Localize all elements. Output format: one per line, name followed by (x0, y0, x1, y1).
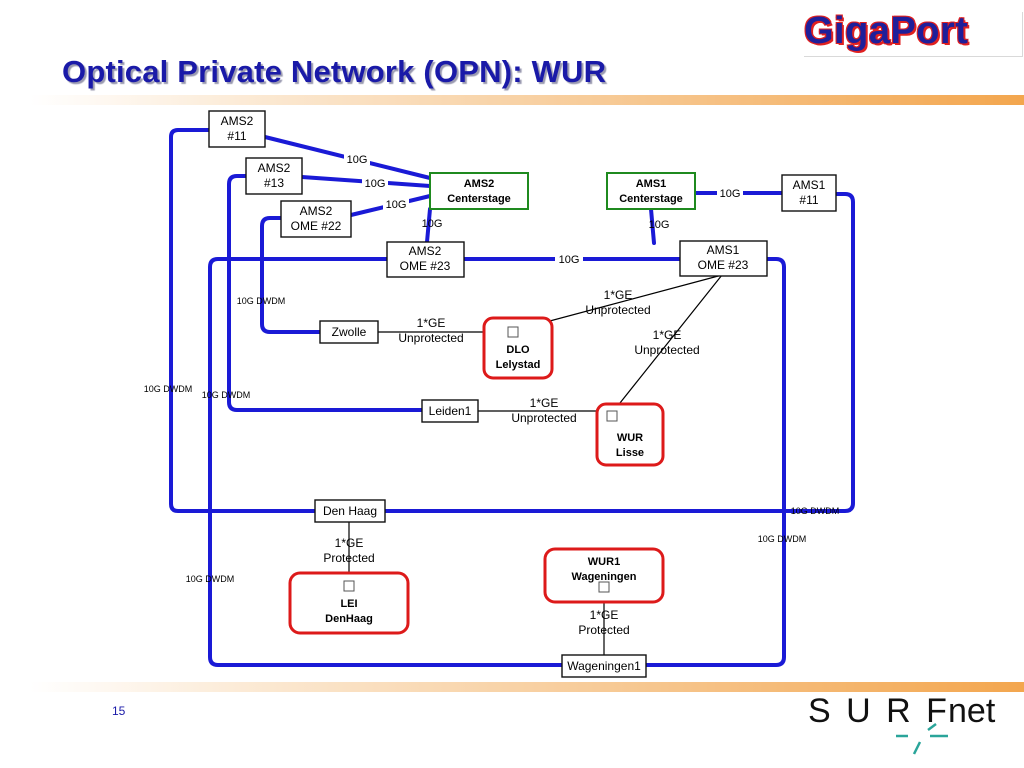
label-dwdm-left: 10G DWDM (144, 384, 193, 394)
surfnet-logo: S U R F net (808, 692, 996, 755)
label-bg-c (383, 197, 409, 210)
label-10g-ome23-ome23: 10G (559, 254, 580, 266)
node-ams2-13-line2: #13 (264, 176, 284, 190)
node-ams1-ome23-box (679, 240, 768, 277)
node-ams2-11-box (208, 110, 266, 148)
node-ams1-ome23-line1: AMS1 (707, 243, 740, 257)
page-title: Optical Private Network (OPN): WUR (62, 54, 607, 89)
node-ams2-ome23-line1: AMS2 (409, 244, 442, 258)
surfnet-slash-2 (912, 741, 922, 755)
site-wur1-box (543, 547, 665, 604)
node-ams2-11-line1: AMS2 (221, 114, 254, 128)
node-ams1-center-line1: AMS1 (636, 178, 667, 190)
label-ge-wag-line2: Protected (578, 623, 629, 637)
surfnet-logo-net: net (948, 692, 996, 730)
node-ams2-ome22-box (280, 200, 352, 238)
node-ams2-13-line1: AMS2 (258, 161, 291, 175)
link-ams2-11-denhaag (169, 128, 317, 513)
gigaport-logo: GigaPort (804, 10, 1023, 57)
label-ge-ams1-a-line1: 1*GE (604, 288, 633, 302)
node-ams1-11-line1: AMS1 (793, 178, 826, 192)
node-zwolle-label: Zwolle (332, 325, 367, 339)
label-dwdm-leiden: 10G DWDM (202, 390, 251, 400)
label-ge-denhaag-line2: Protected (323, 551, 374, 565)
port-square-dlo (507, 326, 519, 338)
link-ams1-ome23-wageningen (644, 257, 786, 667)
site-dlo-line1: DLO (506, 344, 530, 356)
node-ams1-ome23-line2: OME #23 (698, 258, 749, 272)
label-10g-ams2-13: 10G (365, 178, 386, 190)
label-dwdm-ams1-ome23: 10G DWDM (758, 534, 807, 544)
node-ams2-ome22-line1: AMS2 (300, 204, 333, 218)
node-ams2-center-line1: AMS2 (464, 178, 495, 190)
node-ams2-ome23-line2: OME #23 (400, 259, 451, 273)
site-wur-lisse-line2: Lisse (616, 447, 644, 459)
label-bg-a (344, 152, 370, 165)
label-10g-ams1-center-11: 10G (720, 188, 741, 200)
site-dlo-box (482, 316, 554, 380)
label-dwdm-right: 10G DWDM (791, 506, 840, 516)
label-bg-e (717, 186, 743, 199)
label-ge-denhaag-line1: 1*GE (335, 536, 364, 550)
link-ams2-22-zwolle (260, 216, 322, 334)
node-denhaag-label: Den Haag (323, 504, 377, 518)
label-ge-leiden-line1: 1*GE (530, 396, 559, 410)
label-ge-dlo-line2: Unprotected (398, 331, 463, 345)
node-wageningen1-label: Wageningen1 (567, 659, 641, 673)
node-ams2-ome22-line2: OME #22 (291, 219, 342, 233)
link-ams1-center-ome23 (649, 207, 656, 245)
gigaport-logo-text: GigaPort (804, 10, 969, 52)
site-wur1-line2: Wageningen (572, 571, 637, 583)
node-ams2-13-box (245, 157, 303, 195)
surfnet-slash-1 (927, 723, 937, 731)
port-square-lei (343, 580, 355, 592)
page-number: 15 (112, 704, 126, 718)
node-leiden1-box (421, 399, 479, 423)
site-lei-line1: LEI (340, 598, 357, 610)
node-ams2-center-box (429, 172, 529, 210)
surfnet-logo-text: S U R F (808, 692, 950, 730)
link-ams1-ome23-wur-lisse (611, 274, 723, 414)
footer-divider (30, 682, 1024, 692)
label-ge-ams1-b-line1: 1*GE (653, 328, 682, 342)
site-wur1-line1: WUR1 (588, 556, 620, 568)
site-dlo-line2: Lelystad (496, 359, 541, 371)
port-square-wur-lisse (606, 410, 618, 422)
node-ams2-center-line2: Centerstage (447, 193, 511, 205)
site-lei-line2: DenHaag (325, 613, 373, 625)
site-wur-lisse-line1: WUR (617, 432, 643, 444)
label-ge-leiden-line2: Unprotected (511, 411, 576, 425)
link-ome23-wageningen (208, 257, 564, 667)
node-ams2-ome23-box (386, 241, 465, 278)
label-ge-ams1-b-line2: Unprotected (634, 343, 699, 357)
label-10g-center-ome23: 10G (422, 218, 443, 230)
link-ams1-11-denhaag (383, 192, 855, 513)
link-center-ome23 (425, 207, 432, 244)
label-ge-wag-line1: 1*GE (590, 608, 619, 622)
label-10g-ams2-22: 10G (386, 199, 407, 211)
node-ams2-11-line2: #11 (227, 129, 246, 143)
title-divider (30, 95, 1024, 105)
site-lei-box (288, 571, 410, 635)
node-zwolle-box (319, 320, 379, 344)
label-bg-g (555, 252, 583, 265)
node-denhaag-box (314, 499, 386, 523)
label-bg-b (362, 176, 388, 189)
node-ams1-center-line2: Centerstage (619, 193, 683, 205)
label-10g-ams2-11: 10G (347, 154, 368, 166)
label-10g-ams1-center-ome23: 10G (649, 219, 670, 231)
label-ge-ams1-a-line2: Unprotected (585, 303, 650, 317)
label-dwdm-zwolle: 10G DWDM (237, 296, 286, 306)
node-ams1-11-line2: #11 (799, 193, 818, 207)
label-dwdm-wageningen: 10G DWDM (186, 574, 235, 584)
port-square-wur1 (598, 581, 610, 593)
node-ams1-center-box (606, 172, 696, 210)
node-ams1-11-box (781, 174, 837, 212)
node-leiden1-label: Leiden1 (429, 404, 472, 418)
node-wageningen1-box (561, 654, 647, 678)
link-ams2-13-leiden (227, 174, 424, 412)
label-ge-dlo-line1: 1*GE (417, 316, 446, 330)
